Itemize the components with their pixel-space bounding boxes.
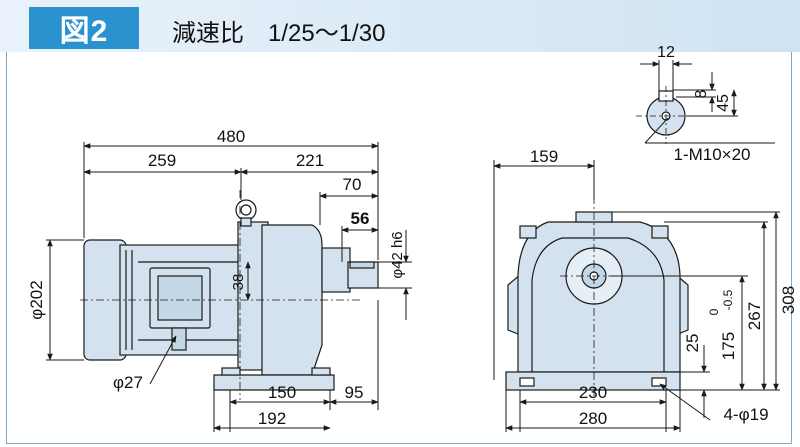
front-view [505,211,689,391]
output-boss [321,247,351,293]
dim-total-height: 308 [779,286,798,314]
dim-foot-span-front: 150 [268,383,296,402]
dim-tap-hole: 1-M10×20 [673,145,750,164]
front-centerlines [560,196,630,400]
dim-center-offset: 38 [230,274,247,291]
side-dimension-lines [46,142,412,432]
dim-foot-length: 192 [258,409,286,428]
dim-cable-diameter: φ27 [113,373,143,392]
dim-gear-length: 221 [296,151,324,170]
dim-foot-to-shaft: 95 [345,383,364,402]
dim-key-depth: 8 [693,89,710,98]
dim-height-to-top: 267 [745,302,764,330]
dim-base-width: 280 [579,409,607,428]
dim-shaft-length: 70 [343,175,362,194]
front-dimension-lines [493,160,780,432]
figure-title: 減速比 1/25～1/30 [172,20,386,47]
figure-header: 図2 減速比 1/25～1/30 [0,0,800,52]
shaft-detail-dims [640,60,775,144]
dim-motor-length: 259 [148,151,176,170]
dim-shaft-height: 175 [719,332,738,360]
dim-motor-diameter: φ202 [27,280,46,319]
dim-shaft-tol-upper: 0 [707,308,721,315]
dim-bolt-span: 230 [579,383,607,402]
dim-shaft-key-height: 45 [715,94,732,112]
front-base [505,371,681,391]
figure-label: 図2 [29,7,139,49]
side-view [83,199,379,391]
side-centerlines [80,190,360,400]
dim-overall-length: 480 [217,127,245,146]
dim-top-offset: 159 [530,147,558,166]
figure-frame [6,52,792,444]
base-foot [213,374,335,391]
dim-base-thickness: 25 [683,334,702,353]
dim-shaft-diameter: φ42 h6 [389,231,406,278]
dim-shaft-tol-lower: -0.5 [721,289,735,310]
dim-key-length: 56 [351,209,370,228]
dim-key-width: 12 [657,44,675,61]
dim-mount-holes: 4-φ19 [723,405,768,424]
